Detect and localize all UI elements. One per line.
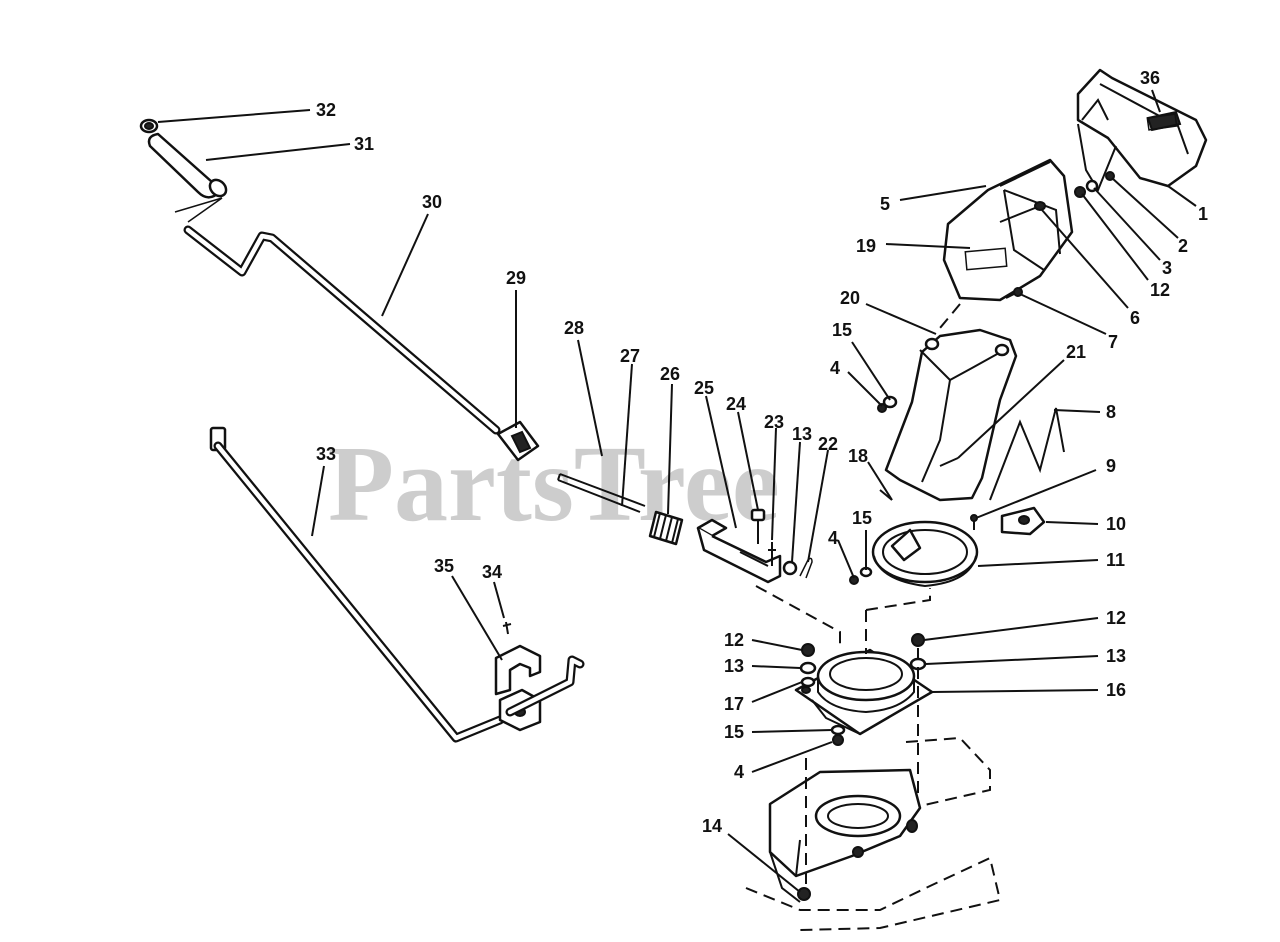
callout-2: 2 (1178, 236, 1188, 256)
callout-33: 33 (316, 444, 336, 464)
part-22-cotter (799, 557, 813, 579)
part-6-bolt (999, 201, 1046, 223)
part-10-tab (1000, 506, 1046, 536)
callout-4: 4 (828, 528, 838, 548)
part-20-lower-chute (884, 328, 1018, 502)
part-8-spring (989, 407, 1065, 501)
part-35-bracket (494, 644, 585, 732)
callout-12: 12 (724, 630, 744, 650)
leader-lines (157, 89, 1197, 893)
callout-7: 7 (1108, 332, 1118, 352)
callout-15: 15 (832, 320, 852, 340)
callout-25: 25 (694, 378, 714, 398)
assembly-lines (755, 303, 961, 884)
callout-16: 16 (1106, 680, 1126, 700)
callout-1: 1 (1198, 204, 1208, 224)
callout-31: 31 (354, 134, 374, 154)
part-33-lower-rod (209, 426, 505, 743)
callout-13: 13 (1106, 646, 1126, 666)
part-25-bracket (696, 518, 782, 584)
callout-14: 14 (702, 816, 722, 836)
callout-9: 9 (1106, 456, 1116, 476)
part-14-bolt (797, 887, 811, 901)
callout-24: 24 (726, 394, 746, 414)
part-13-washer-c (799, 661, 817, 675)
callout-4: 4 (734, 762, 744, 782)
part-31-grip (147, 132, 228, 199)
callout-8: 8 (1106, 402, 1116, 422)
callout-15: 15 (852, 508, 872, 528)
part-15-washer-c (830, 724, 846, 736)
callout-4: 4 (830, 358, 840, 378)
part-5-upper-chute (942, 158, 1074, 302)
callout-15: 15 (724, 722, 744, 742)
callout-28: 28 (564, 318, 584, 338)
callout-13: 13 (792, 424, 812, 444)
callout-10: 10 (1106, 514, 1126, 534)
callout-17: 17 (724, 694, 744, 714)
part-17-washer (800, 676, 816, 688)
part-32-cap (139, 118, 159, 134)
part-12-nut-b (911, 633, 925, 647)
callout-6: 6 (1130, 308, 1140, 328)
callout-30: 30 (422, 192, 442, 212)
callout-3: 3 (1162, 258, 1172, 278)
callout-23: 23 (764, 412, 784, 432)
part-26-worm (648, 510, 684, 546)
part-30-handle-rod (183, 225, 501, 435)
part-4-nut-c (832, 734, 844, 746)
callout-29: 29 (506, 268, 526, 288)
callout-32: 32 (316, 100, 336, 120)
callout-19: 19 (856, 236, 876, 256)
callout-13: 13 (724, 656, 744, 676)
housing-outline (745, 736, 1002, 931)
callout-36: 36 (1140, 68, 1160, 88)
callout-11: 11 (1106, 550, 1125, 570)
part-23-pin (768, 542, 776, 566)
callout-labels: 1 2 3 12 6 7 5 19 36 20 15 4 21 8 9 10 1… (316, 68, 1208, 836)
part-11-chute-ring (871, 520, 979, 588)
callout-5: 5 (880, 194, 890, 214)
part-24-bolt (750, 508, 766, 544)
callout-12: 12 (1150, 280, 1170, 300)
callout-26: 26 (660, 364, 680, 384)
part-28-shaft (557, 473, 646, 513)
part-15-washer-a (882, 395, 898, 409)
part-21-bolt (939, 457, 959, 467)
break-line (174, 197, 223, 223)
callout-21: 21 (1066, 342, 1086, 362)
callout-12: 12 (1106, 608, 1126, 628)
callout-34: 34 (482, 562, 502, 582)
part-1-deflector (1076, 68, 1208, 193)
callout-20: 20 (840, 288, 860, 308)
part-29-coupler (496, 420, 540, 462)
part-34-pin (502, 621, 512, 635)
callout-35: 35 (434, 556, 454, 576)
callout-18: 18 (848, 446, 868, 466)
part-13-washer (782, 560, 798, 576)
part-12-nut-c (801, 643, 815, 657)
part-4-nut-a (877, 403, 887, 413)
callout-27: 27 (620, 346, 640, 366)
callout-22: 22 (818, 434, 838, 454)
